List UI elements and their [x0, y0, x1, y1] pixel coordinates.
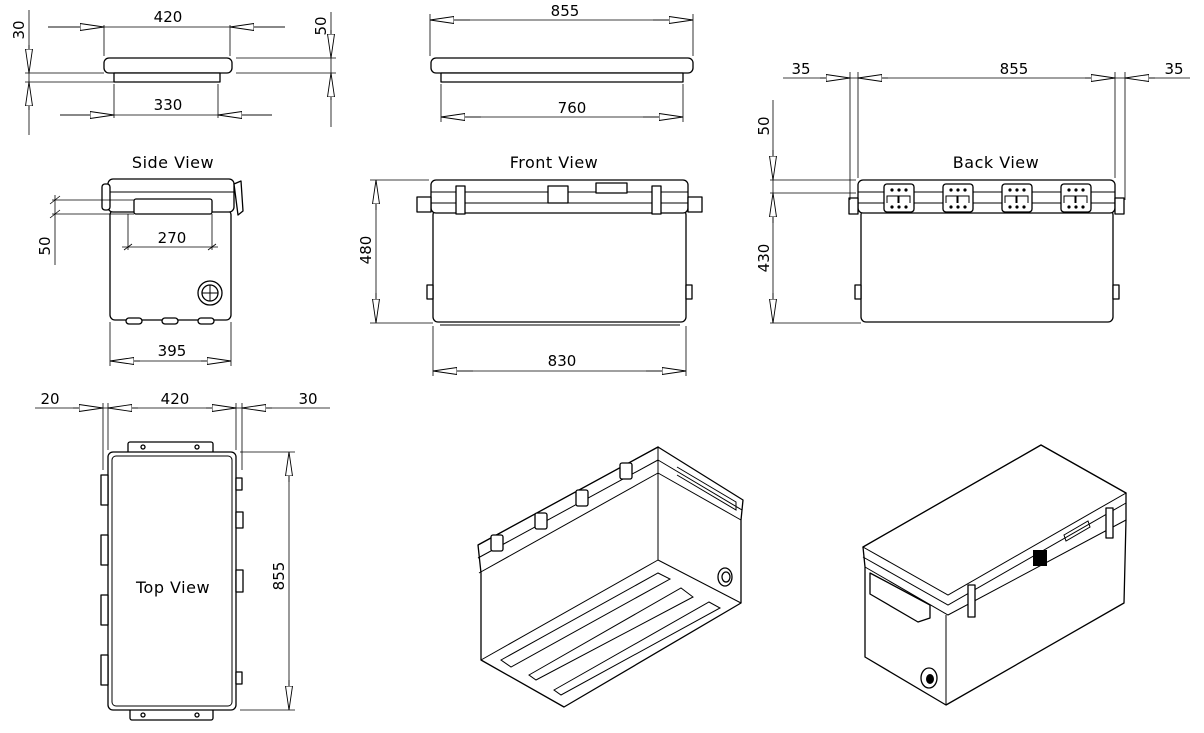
- lid-rim: [103, 57, 233, 74]
- groove-1: [500, 572, 672, 668]
- latch: [967, 584, 976, 618]
- dim-lid-total-height: 50: [312, 16, 330, 35]
- groove-3: [553, 601, 722, 696]
- lid-top-face: [861, 444, 1128, 596]
- isometric-top-view: [861, 444, 1128, 706]
- lid-front-drawing: 855 760: [429, 2, 694, 122]
- side-handle-left: [416, 196, 432, 213]
- latch-left: [455, 185, 466, 215]
- groove-2: [528, 587, 694, 681]
- dim-top-width: 420: [161, 390, 190, 408]
- dim-lid-width-top: 420: [154, 8, 183, 26]
- hinge: [490, 534, 504, 552]
- side-view-label: Side View: [132, 153, 214, 172]
- hinge: [619, 462, 633, 480]
- lid: [857, 179, 1116, 214]
- hinge: [534, 512, 548, 530]
- dim-front-height: 480: [357, 236, 375, 265]
- dim-top-overhang-right: 30: [298, 390, 317, 408]
- dim-back-lid-height: 50: [755, 116, 773, 135]
- hinge: [101, 183, 111, 211]
- dim-lid-front-width-bottom: 760: [558, 99, 587, 117]
- side-handle: [869, 572, 931, 623]
- lid-handle: [1063, 520, 1091, 542]
- dim-lid-rim-height: 30: [10, 20, 28, 39]
- back-view-label: Back View: [953, 153, 1039, 172]
- hinge-1: [883, 183, 915, 213]
- dim-lid-width-bottom: 330: [154, 96, 183, 114]
- box-outline: [862, 444, 1127, 706]
- lid-side-drawing: 420 330 30 50: [10, 8, 336, 135]
- hinge-3: [1001, 183, 1033, 213]
- hinge: [575, 489, 589, 507]
- body: [860, 209, 1114, 323]
- dim-front-width: 830: [548, 352, 577, 370]
- drain-plug-icon: [717, 567, 733, 587]
- dim-back-width: 855: [1000, 60, 1029, 78]
- drain-plug-icon: [197, 280, 223, 306]
- side-view: Side View 50 270 395: [36, 153, 244, 366]
- latch: [1105, 507, 1114, 539]
- lid-handle: [595, 182, 628, 194]
- dim-back-overhang-left: 35: [791, 60, 810, 78]
- dim-side-width: 395: [158, 342, 187, 360]
- dim-back-body-height: 430: [755, 244, 773, 273]
- dim-lid-front-width-top: 855: [551, 2, 580, 20]
- front-view: Front View 480 830: [357, 153, 703, 376]
- latch-right: [651, 185, 662, 215]
- hinge-4: [1060, 183, 1092, 213]
- latch: [233, 180, 244, 216]
- top-view: Top View 20 420 30 855: [35, 390, 330, 721]
- box-outline: [477, 446, 744, 708]
- dim-top-length: 855: [270, 562, 288, 591]
- lid-plug: [440, 72, 684, 83]
- dim-top-overhang-left: 20: [40, 390, 59, 408]
- drain-plug-icon: [920, 667, 938, 689]
- side-handle-right: [687, 196, 703, 213]
- front-view-label: Front View: [510, 153, 599, 172]
- lid-rim: [430, 57, 694, 74]
- dim-back-overhang-right: 35: [1164, 60, 1183, 78]
- dim-handle-height: 50: [36, 236, 54, 255]
- dim-handle-width: 270: [158, 229, 187, 247]
- lid-plug: [113, 72, 221, 83]
- body: [432, 209, 687, 323]
- isometric-bottom-view: [477, 446, 744, 708]
- top-view-label: Top View: [135, 578, 210, 597]
- lock-hasp: [547, 185, 569, 204]
- back-view: Back View 35 855 35 50 430: [755, 60, 1190, 324]
- hinge-2: [942, 183, 974, 213]
- lock-hasp: [1033, 550, 1047, 566]
- handle: [133, 198, 213, 215]
